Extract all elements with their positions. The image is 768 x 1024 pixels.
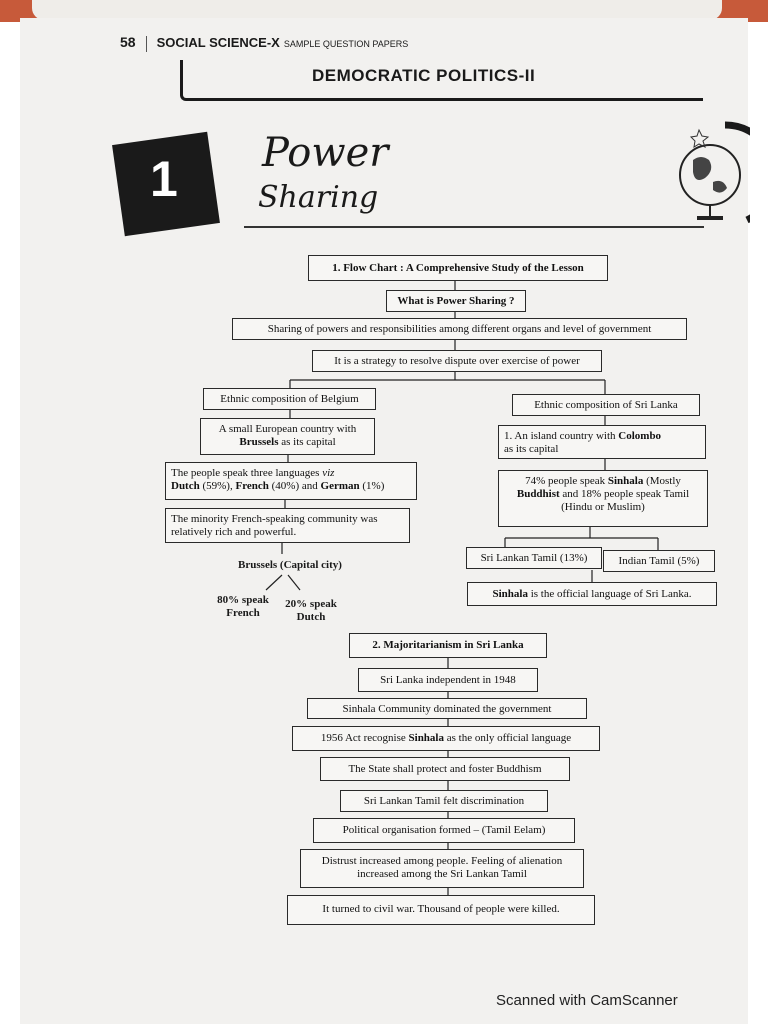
chapter-number: 1 (150, 151, 178, 207)
page-number: 58 (120, 34, 136, 50)
step-distrust: Distrust increased among people. Feeling… (300, 849, 584, 888)
subject-subtitle: SAMPLE QUESTION PAPERS (283, 39, 409, 49)
step-independence: Sri Lanka independent in 1948 (358, 668, 538, 692)
subject-title: SOCIAL SCIENCE-X (156, 35, 280, 50)
unit-title-bracket (180, 60, 703, 101)
chapter-title-line1: Power (262, 130, 389, 176)
strategy-box: It is a strategy to resolve dispute over… (312, 350, 602, 372)
french-speakers-label: 80% speak French (217, 594, 269, 619)
sharing-definition-box: Sharing of powers and responsibilities a… (232, 318, 687, 340)
srilanka-title-box: Ethnic composition of Sri Lanka (512, 394, 700, 416)
srilankan-tamil-box: Sri Lankan Tamil (13%) (466, 547, 602, 569)
chapter-title-rule (244, 226, 704, 228)
step-sinhala-dominance: Sinhala Community dominated the governme… (307, 698, 587, 719)
scanner-watermark: Scanned with CamScanner (496, 992, 678, 1009)
belgium-minority-box: The minority French-speaking community w… (165, 508, 410, 543)
srilanka-capital-box: 1. An island country with Colombo as its… (498, 425, 706, 459)
globe-illustration-icon (679, 121, 750, 224)
step-tamil-eelam: Political organisation formed – (Tamil E… (313, 818, 575, 843)
brussels-capital-label: Brussels (Capital city) (238, 559, 342, 571)
chapter-title-line2: Sharing (258, 180, 379, 215)
indian-tamil-box: Indian Tamil (5%) (603, 550, 715, 572)
flowchart-heading: 1. Flow Chart : A Comprehensive Study of… (308, 255, 608, 281)
step-buddhism: The State shall protect and foster Buddh… (320, 757, 570, 781)
top-background-strip (0, 0, 768, 22)
unit-title: DEMOCRATIC POLITICS-II (312, 66, 536, 85)
srilanka-languages-box: 74% people speak Sinhala (Mostly Buddhis… (498, 470, 708, 527)
step-civil-war: It turned to civil war. Thousand of peop… (287, 895, 595, 925)
dutch-speakers-label: 20% speak Dutch (285, 598, 337, 623)
official-language-box: Sinhala is the official language of Sri … (467, 582, 717, 606)
majoritarianism-heading: 2. Majoritarianism in Sri Lanka (349, 633, 547, 658)
belgium-title-box: Ethnic composition of Belgium (203, 388, 376, 410)
step-discrimination: Sri Lankan Tamil felt discrimination (340, 790, 548, 812)
step-1956-act: 1956 Act recognise Sinhala as the only o… (292, 726, 600, 751)
what-is-power-sharing-box: What is Power Sharing ? (386, 290, 526, 312)
